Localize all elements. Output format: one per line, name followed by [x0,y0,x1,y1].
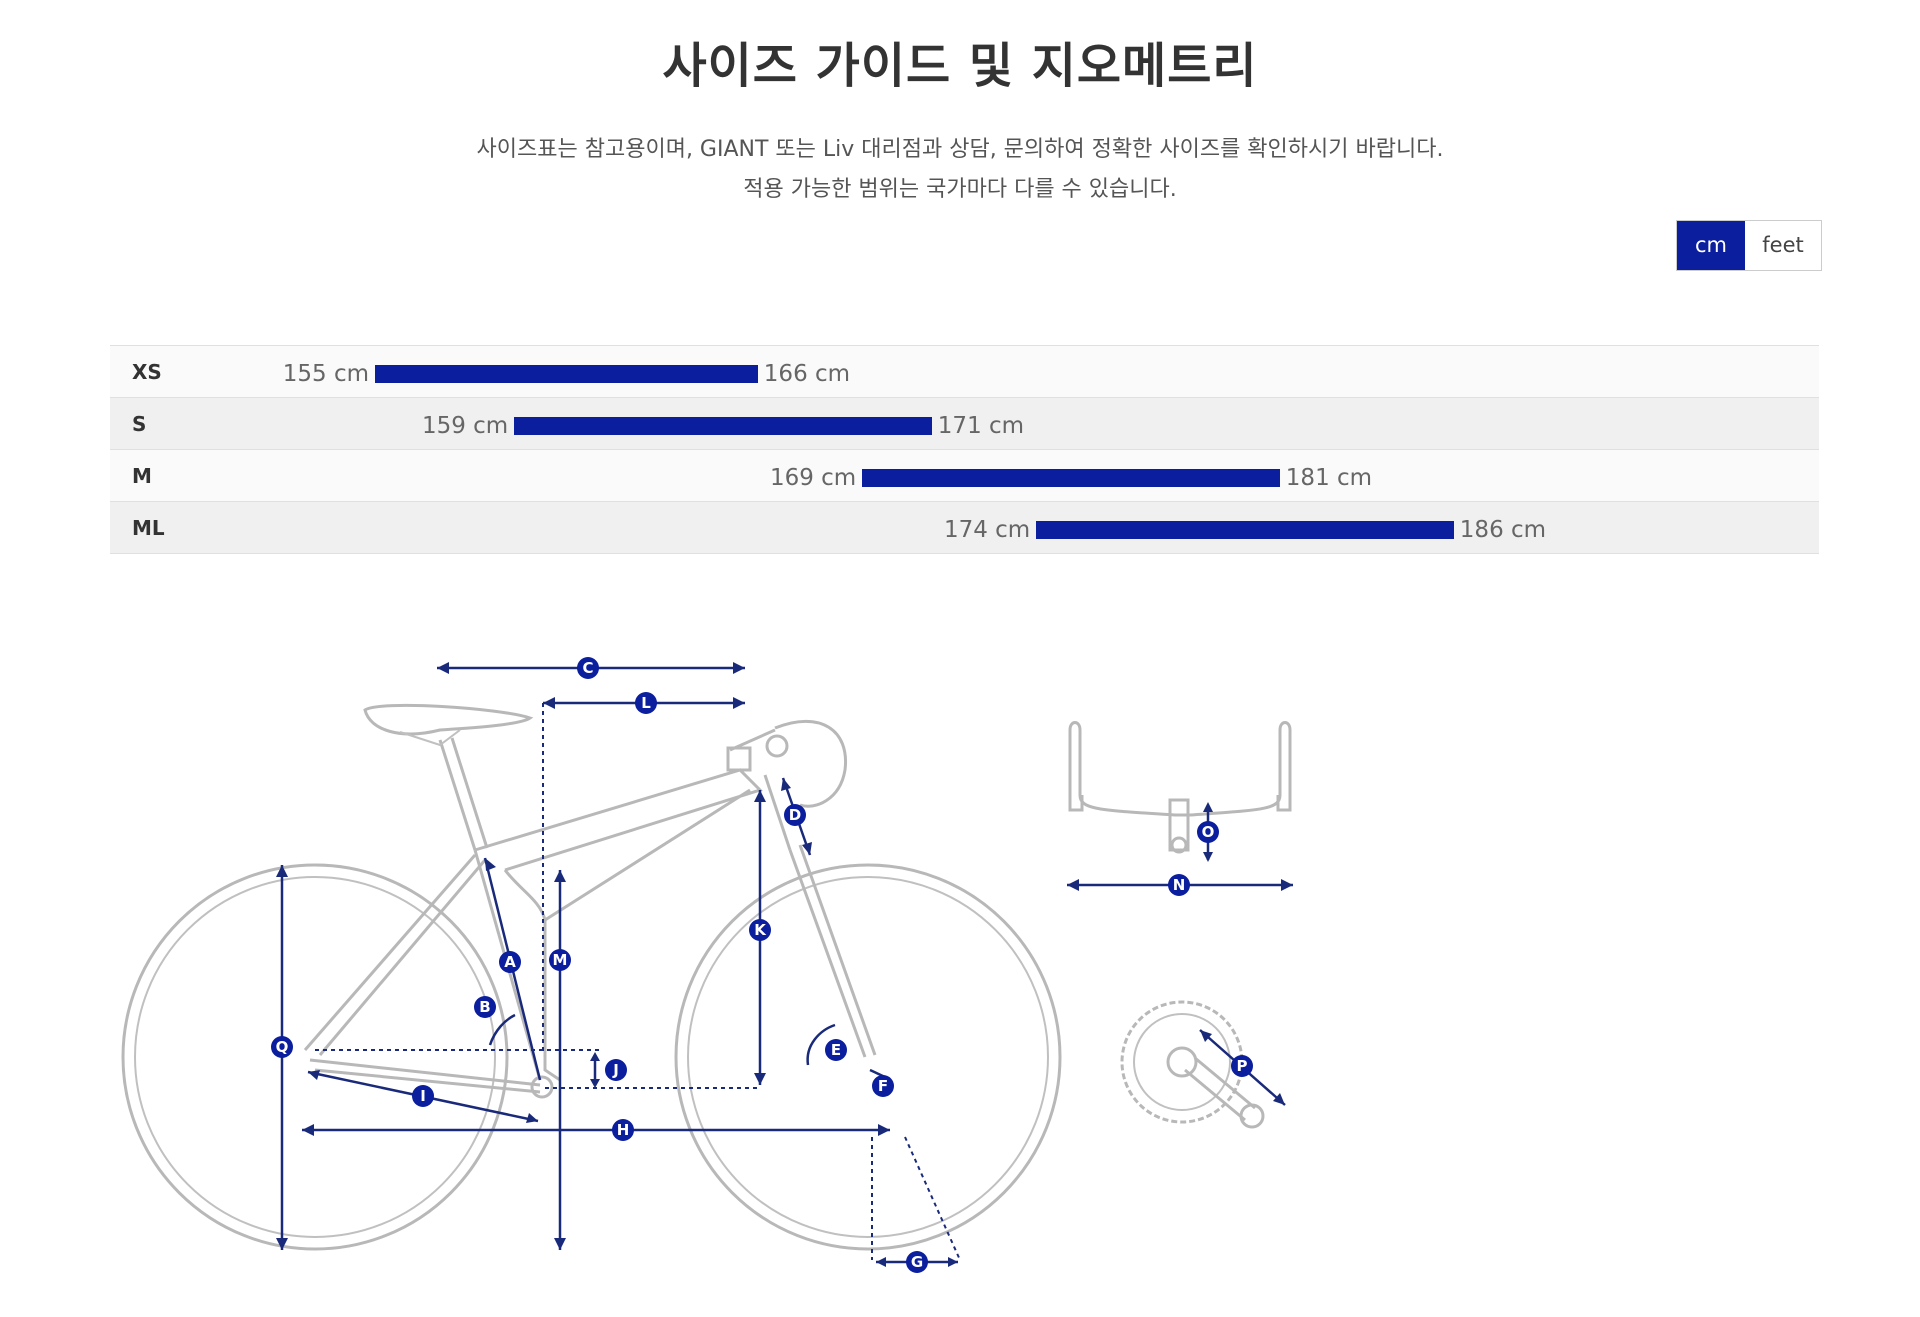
size-label: M [132,464,152,488]
range-bar [1036,521,1454,539]
svg-text:E: E [831,1041,841,1059]
svg-text:A: A [504,953,516,971]
size-chart: XS 155 cm 166 cm S 159 cm 171 cm M 169 cm 181 cm… [110,345,1819,554]
size-label: ML [132,516,165,540]
label-d-badge: D [784,804,806,826]
svg-text:I: I [420,1087,426,1105]
range-bar [862,469,1280,487]
geometry-label-badges: C L D K A M B Q E J F I H G O N P [271,657,1253,1273]
bike-geometry-svg: C L D K A M B Q E J F I H G O N P [121,657,1293,1273]
label-g-badge: G [906,1251,928,1273]
label-n-badge: N [1168,874,1190,896]
range-bar [514,417,932,435]
svg-text:L: L [641,694,651,712]
svg-text:O: O [1202,823,1215,841]
description-line-1: 사이즈표는 참고용이며, GIANT 또는 Liv 대리점과 상담, 문의하여 … [476,137,1444,162]
front-wheel [674,863,1062,1251]
size-row-s: S 159 cm 171 cm [110,398,1819,450]
size-row-m: M 169 cm 181 cm [110,450,1819,502]
range-min-label: 169 cm [769,465,857,491]
label-k-badge: K [749,919,771,941]
crankset-view [1120,1000,1286,1129]
label-c-badge: C [577,657,599,679]
range-min-label: 155 cm [282,361,369,387]
range-bar [375,365,758,383]
label-f-badge: F [872,1075,894,1097]
label-p-badge: P [1231,1055,1253,1077]
bike-frame [303,703,877,1099]
svg-text:D: D [789,806,801,824]
size-label: XS [132,360,162,384]
description-line-2: 적용 가능한 범위는 국가마다 다를 수 있습니다. [743,177,1177,202]
unit-feet-button[interactable]: feet [1745,221,1821,270]
svg-text:N: N [1173,876,1186,894]
unit-cm-button[interactable]: cm [1677,221,1745,270]
range-max-label: 171 cm [937,413,1025,439]
size-row-ml: ML 174 cm 186 cm [110,502,1819,554]
label-i-badge: I [412,1085,434,1107]
svg-text:K: K [754,921,767,939]
size-row-xs: XS 155 cm 166 cm [110,346,1819,398]
size-label: S [132,412,147,436]
label-h-badge: H [612,1119,634,1141]
rear-wheel [121,863,509,1251]
label-l-badge: L [635,692,657,714]
label-q-badge: Q [271,1036,293,1058]
svg-text:G: G [911,1253,923,1271]
svg-text:J: J [612,1061,619,1079]
range-max-label: 181 cm [1285,465,1373,491]
label-a-badge: A [499,951,521,973]
label-j-badge: J [605,1059,627,1081]
handlebar-front-view [1067,721,1293,891]
svg-text:M: M [553,951,568,969]
svg-text:H: H [617,1121,630,1139]
range-min-label: 159 cm [421,413,509,439]
label-m-badge: M [549,949,571,971]
svg-text:B: B [479,998,490,1016]
unit-toggle: cm feet [1676,220,1822,271]
range-min-label: 174 cm [943,517,1031,543]
label-e-badge: E [825,1039,847,1061]
svg-text:F: F [878,1077,888,1095]
page-title: 사이즈 가이드 및 지오메트리 [662,38,1258,94]
label-b-badge: B [474,996,496,1018]
svg-text:Q: Q [276,1038,289,1056]
label-o-badge: O [1197,821,1219,843]
range-max-label: 186 cm [1459,517,1547,543]
svg-text:P: P [1237,1057,1248,1075]
geometry-diagram: C L D K A M B Q E J F I H G O N P [0,600,1920,1317]
page-description: 사이즈표는 참고용이며, GIANT 또는 Liv 대리점과 상담, 문의하여 … [0,130,1920,210]
range-max-label: 166 cm [763,361,851,387]
svg-text:C: C [582,659,593,677]
